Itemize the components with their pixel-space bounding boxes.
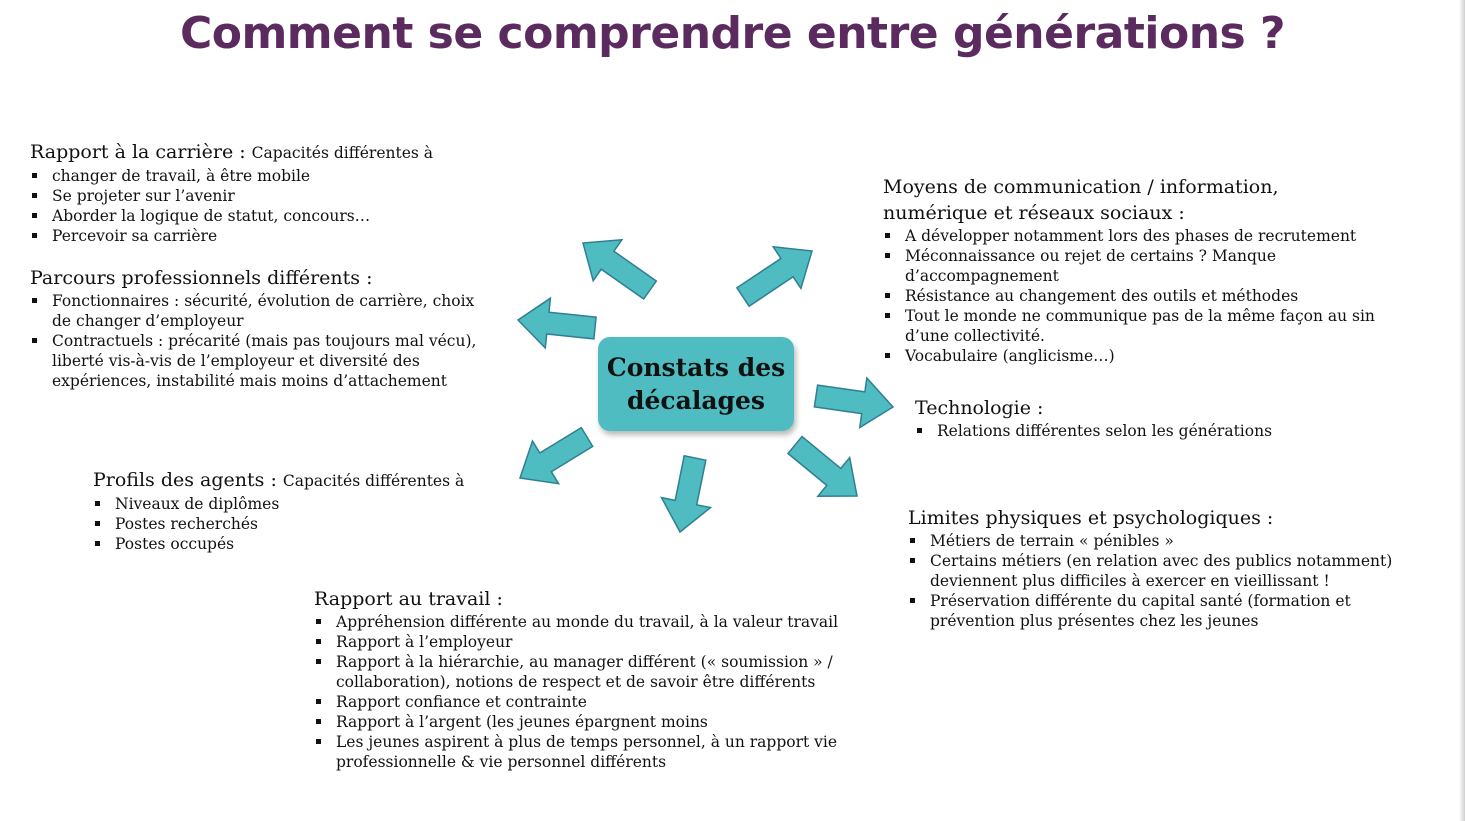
list-item: Résistance au changement des outils et m… [883,286,1383,306]
list-item: Percevoir sa carrière [30,226,500,246]
list-item: Aborder la logique de statut, concours… [30,206,500,226]
block-carriere-list: changer de travail, à être mobile Se pro… [30,166,500,246]
block-communication-heading: Moyens de communication / information, n… [883,176,1279,224]
list-item: Se projeter sur l’avenir [30,186,500,206]
list-item: Préservation différente du capital santé… [908,591,1428,631]
block-profils-title: Profils des agents : [93,469,277,491]
arrow-to-travail [660,454,713,534]
list-item: Postes occupés [93,534,513,554]
list-item: Certains métiers (en relation avec des p… [908,551,1428,591]
list-item: Niveaux de diplômes [93,494,513,514]
block-carriere: Rapport à la carrière : Capacités différ… [30,139,500,246]
list-item: Fonctionnaires : sécurité, évolution de … [30,291,498,331]
block-technologie-list: Relations différentes selon les générati… [915,421,1395,441]
block-carriere-heading: Rapport à la carrière : Capacités différ… [30,139,500,166]
block-limites: Limites physiques et psychologiques : Mé… [908,505,1428,631]
block-profils-list: Niveaux de diplômes Postes recherchés Po… [93,494,513,554]
block-technologie-heading: Technologie : [915,397,1044,419]
list-item: Contractuels : précarité (mais pas toujo… [30,331,498,391]
arrow-to-technologie [813,376,895,429]
block-communication-list: A développer notamment lors des phases d… [883,226,1383,366]
list-item: Métiers de terrain « pénibles » [908,531,1428,551]
block-technologie: Technologie : Relations différentes selo… [915,395,1395,441]
block-communication: Moyens de communication / information, n… [883,174,1383,366]
list-item: Rapport à la hiérarchie, au manager diff… [314,652,874,692]
list-item: Appréhension différente au monde du trav… [314,612,874,632]
list-item: Les jeunes aspirent à plus de temps pers… [314,732,874,772]
arrow-to-parcours [516,296,597,350]
arrow-to-limites [786,435,858,497]
list-item: Rapport à l’employeur [314,632,874,652]
list-item: Rapport à l’argent (les jeunes épargnent… [314,712,874,732]
block-carriere-subheading: Capacités différentes à [251,144,434,162]
center-label: Constats des décalages [606,353,786,415]
list-item: changer de travail, à être mobile [30,166,500,186]
list-item: A développer notamment lors des phases d… [883,226,1383,246]
block-profils-heading: Profils des agents : Capacités différent… [93,467,513,494]
list-item: Relations différentes selon les générati… [915,421,1395,441]
block-profils-subheading: Capacités différentes à [282,472,465,490]
list-item: Rapport confiance et contrainte [314,692,874,712]
slide-title: Comment se comprendre entre générations … [179,8,1286,59]
list-item: Vocabulaire (anglicisme…) [883,346,1383,366]
center-box: Constats des décalages [598,337,794,431]
block-limites-heading: Limites physiques et psychologiques : [908,507,1274,529]
block-limites-list: Métiers de terrain « pénibles » Certains… [908,531,1428,631]
arrow-to-communication [735,245,813,308]
block-travail-list: Appréhension différente au monde du trav… [314,612,874,772]
block-travail: Rapport au travail : Appréhension différ… [314,586,874,772]
list-item: Méconnaissance ou rejet de certains ? Ma… [883,246,1383,286]
block-parcours: Parcours professionnels différents : Fon… [30,265,498,391]
list-item: Postes recherchés [93,514,513,534]
list-item: Tout le monde ne communique pas de la mê… [883,306,1383,346]
block-parcours-heading: Parcours professionnels différents : [30,267,373,289]
block-profils: Profils des agents : Capacités différent… [93,467,513,554]
slide-edge-shadow [1459,0,1465,821]
block-parcours-list: Fonctionnaires : sécurité, évolution de … [30,291,498,391]
arrow-to-carriere [582,238,658,301]
block-carriere-title: Rapport à la carrière : [30,141,246,163]
block-travail-heading: Rapport au travail : [314,588,503,610]
arrow-to-profils [519,426,594,485]
